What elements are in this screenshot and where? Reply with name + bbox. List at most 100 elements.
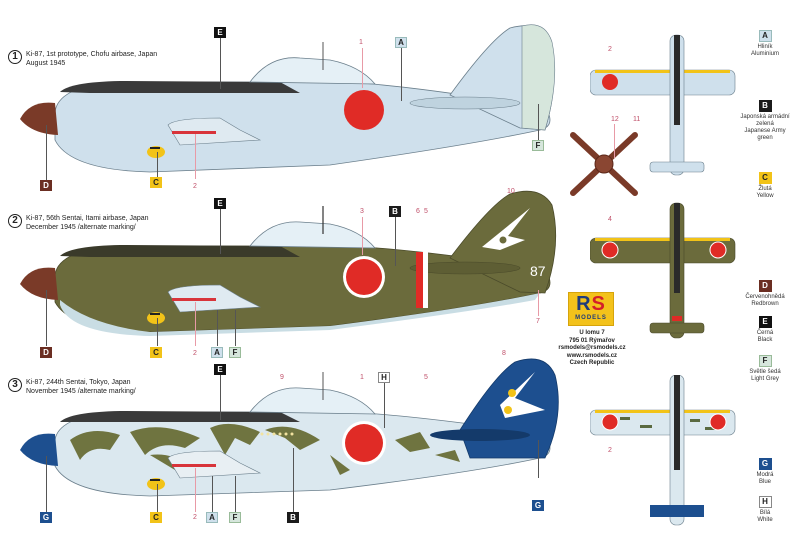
callout-A: A	[395, 37, 407, 48]
callout-C: C	[150, 512, 162, 523]
legend-en: Redbrown	[751, 301, 779, 307]
leader-G-spinner	[46, 456, 47, 512]
leader-F	[235, 310, 236, 346]
callout-F: F	[229, 512, 241, 523]
logo-s: S	[591, 293, 606, 315]
legend-cz: Světle šedá	[749, 369, 781, 375]
leader-12	[614, 124, 615, 158]
callout-B: B	[287, 512, 299, 523]
callout-F: F	[229, 347, 241, 358]
caption-line2: August 1945	[26, 60, 66, 67]
leader-E	[220, 34, 221, 89]
address-line: Czech Republic	[569, 360, 615, 366]
legend-item-B: B Japonská armádní zelená Japanese Army …	[738, 100, 792, 142]
marking-number: 6	[416, 208, 420, 215]
marking-number: 1	[359, 39, 363, 46]
callout-F: F	[532, 140, 544, 151]
legend-item-F: F Světle šedá Light Grey	[738, 355, 792, 383]
marking-number: 7	[536, 318, 540, 325]
callout-B: B	[389, 206, 401, 217]
callout-E: E	[214, 27, 226, 38]
leader-2	[195, 302, 196, 346]
leader-D	[46, 290, 47, 346]
marking-number: 12	[611, 116, 619, 123]
leader-E	[220, 206, 221, 254]
caption-line2: November 1945 /alternate marking/	[26, 388, 136, 395]
legend-item-E: E Černá Black	[738, 316, 792, 344]
propeller-diagram	[570, 132, 638, 196]
marking-number: 2	[608, 447, 612, 454]
legend-code: D	[758, 280, 772, 292]
callout-G: G	[532, 500, 544, 511]
caption-line1: Ki-87, 244th Sentai, Tokyo, Japan	[26, 379, 131, 386]
leader-3	[362, 217, 363, 255]
address-line: 795 01 Rýmařov	[569, 337, 615, 344]
callout-A: A	[211, 347, 223, 358]
legend-item-H: H Bílá White	[738, 496, 792, 524]
callout-D: D	[40, 347, 52, 358]
leader-G	[538, 440, 539, 478]
marking-number: 10	[507, 188, 515, 195]
legend-en: Japanese Army green	[744, 128, 786, 141]
website-link[interactable]: www.rsmodels.cz	[566, 352, 618, 359]
legend-cz: Černá	[756, 330, 774, 336]
legend-en: Blue	[758, 479, 771, 485]
top-view-2	[590, 202, 736, 339]
callout-E: E	[214, 198, 226, 209]
logo-models: MODELS	[575, 315, 607, 321]
legend-en: Black	[757, 337, 773, 343]
profile-1-caption: 1 Ki-87, 1st prototype, Chofu airbase, J…	[8, 50, 157, 68]
leader-A	[401, 46, 402, 101]
address-line: U lomu 7	[579, 330, 605, 336]
legend-cz: Japonská armádní zelená	[740, 114, 790, 127]
rs-models-logo: RS MODELS	[568, 292, 614, 326]
legend-code: H	[758, 496, 772, 508]
marking-number: 5	[424, 208, 428, 215]
marking-number: 11	[633, 116, 641, 123]
marking-number: 5	[424, 374, 428, 381]
legend-item-A: A Hliník Aluminium	[738, 30, 792, 58]
leader-B	[293, 448, 294, 512]
legend-code: E	[758, 316, 772, 328]
marking-number: 4	[608, 216, 612, 223]
legend-code: G	[758, 458, 772, 470]
leader-A	[212, 476, 213, 512]
leader-C	[157, 484, 158, 512]
legend-item-D: D Červenohnědá Redbrown	[738, 280, 792, 308]
marking-number: 2	[608, 46, 612, 53]
callout-H: H	[378, 372, 390, 383]
leader-2	[195, 468, 196, 512]
leader-C	[157, 318, 158, 346]
marking-number: 1	[360, 374, 364, 381]
leader-C	[157, 152, 158, 177]
marking-number: 9	[280, 374, 284, 381]
leader-B	[395, 216, 396, 266]
email-link[interactable]: rsmodels@rsmodels.cz	[558, 345, 626, 351]
leader-F	[235, 476, 236, 512]
leader-F	[538, 104, 539, 140]
caption-line2: December 1945 /alternate marking/	[26, 224, 136, 231]
top-view-3	[590, 375, 736, 526]
legend-code: A	[758, 30, 772, 42]
marking-number: 3	[360, 208, 364, 215]
callout-C: C	[150, 347, 162, 358]
legend-cz: Modrá	[756, 472, 774, 478]
tail-code: 87	[530, 263, 546, 279]
leader-E	[220, 372, 221, 420]
logo-r: R	[576, 293, 592, 315]
legend-en: Aluminium	[750, 51, 779, 57]
legend-en: Yellow	[756, 193, 774, 199]
profile-number: 3	[8, 378, 22, 392]
leader-A	[217, 310, 218, 346]
leader-7	[538, 290, 539, 316]
legend-code: B	[758, 100, 772, 112]
marking-number: 2	[193, 350, 197, 357]
top-view-1	[590, 34, 736, 176]
callout-E: E	[214, 364, 226, 375]
marking-number: 2	[193, 514, 197, 521]
caption-line1: Ki-87, 1st prototype, Chofu airbase, Jap…	[26, 51, 158, 58]
legend-en: White	[757, 517, 773, 523]
